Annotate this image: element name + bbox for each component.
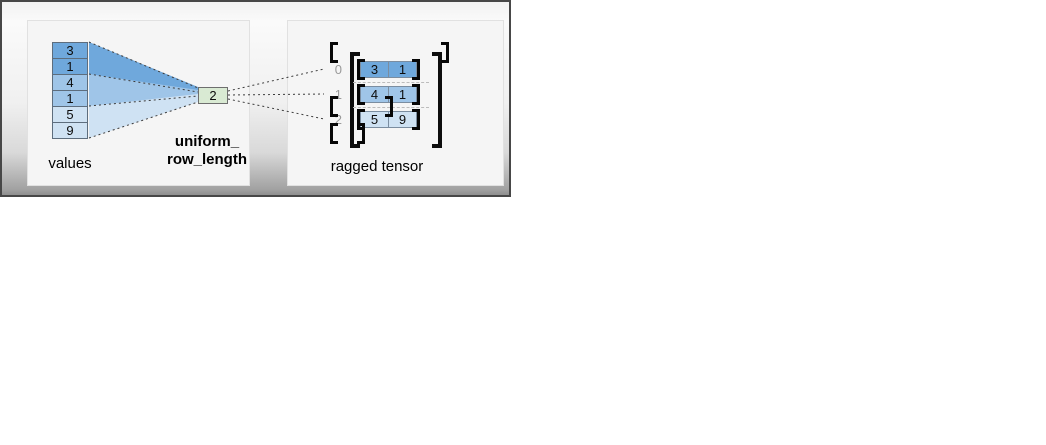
bracket-left-icon — [357, 109, 365, 130]
bracket-left-icon — [357, 59, 365, 80]
param-cell: 2 — [198, 87, 228, 104]
bracket-right-icon — [385, 96, 393, 117]
values-label: values — [48, 155, 92, 172]
bracket-left-icon — [330, 123, 338, 144]
bracket-right-icon — [412, 109, 420, 130]
row-index-label: 2 — [334, 112, 342, 127]
bracket-right-icon — [357, 123, 365, 144]
tensor-cell: 4 — [360, 86, 389, 103]
row-separator — [353, 82, 429, 83]
tensor-cell: 1 — [388, 61, 417, 78]
bracket-right-icon — [412, 84, 420, 105]
param-label-line1: uniform_ — [174, 133, 240, 150]
value-cell: 4 — [52, 74, 88, 91]
row-index-label: 0 — [334, 62, 342, 77]
uniform-row-length-cell: 2 — [198, 87, 228, 104]
tensor-row: 3 1 — [357, 59, 420, 80]
tensor-cell: 9 — [388, 111, 417, 128]
value-cell: 1 — [52, 58, 88, 75]
outer-bracket-left-icon — [350, 52, 360, 148]
ragged-tensor-label: ragged tensor — [330, 158, 424, 175]
bracket-right-icon — [441, 42, 449, 63]
row-index-label: 1 — [334, 87, 342, 102]
bracket-left-icon — [330, 42, 338, 63]
outer-bracket-right-icon — [432, 52, 442, 148]
bracket-right-icon — [412, 59, 420, 80]
param-label-line2: row_length — [166, 151, 247, 168]
tensor-row: 4 1 — [357, 84, 420, 105]
param-label: uniform_ row_length — [127, 133, 287, 169]
tensor-row: 5 9 — [357, 109, 420, 130]
value-cell: 9 — [52, 122, 88, 139]
bracket-left-icon — [330, 96, 338, 117]
values-column: 3 1 4 1 5 9 — [52, 42, 88, 139]
value-cell: 5 — [52, 106, 88, 123]
tensor-cell: 1 — [388, 86, 417, 103]
bracket-left-icon — [357, 84, 365, 105]
value-cell: 1 — [52, 90, 88, 107]
panel-uniform-row-length: 3 1 4 1 5 9 2 values uniform_ row_length… — [0, 0, 511, 197]
value-cell: 3 — [52, 42, 88, 59]
